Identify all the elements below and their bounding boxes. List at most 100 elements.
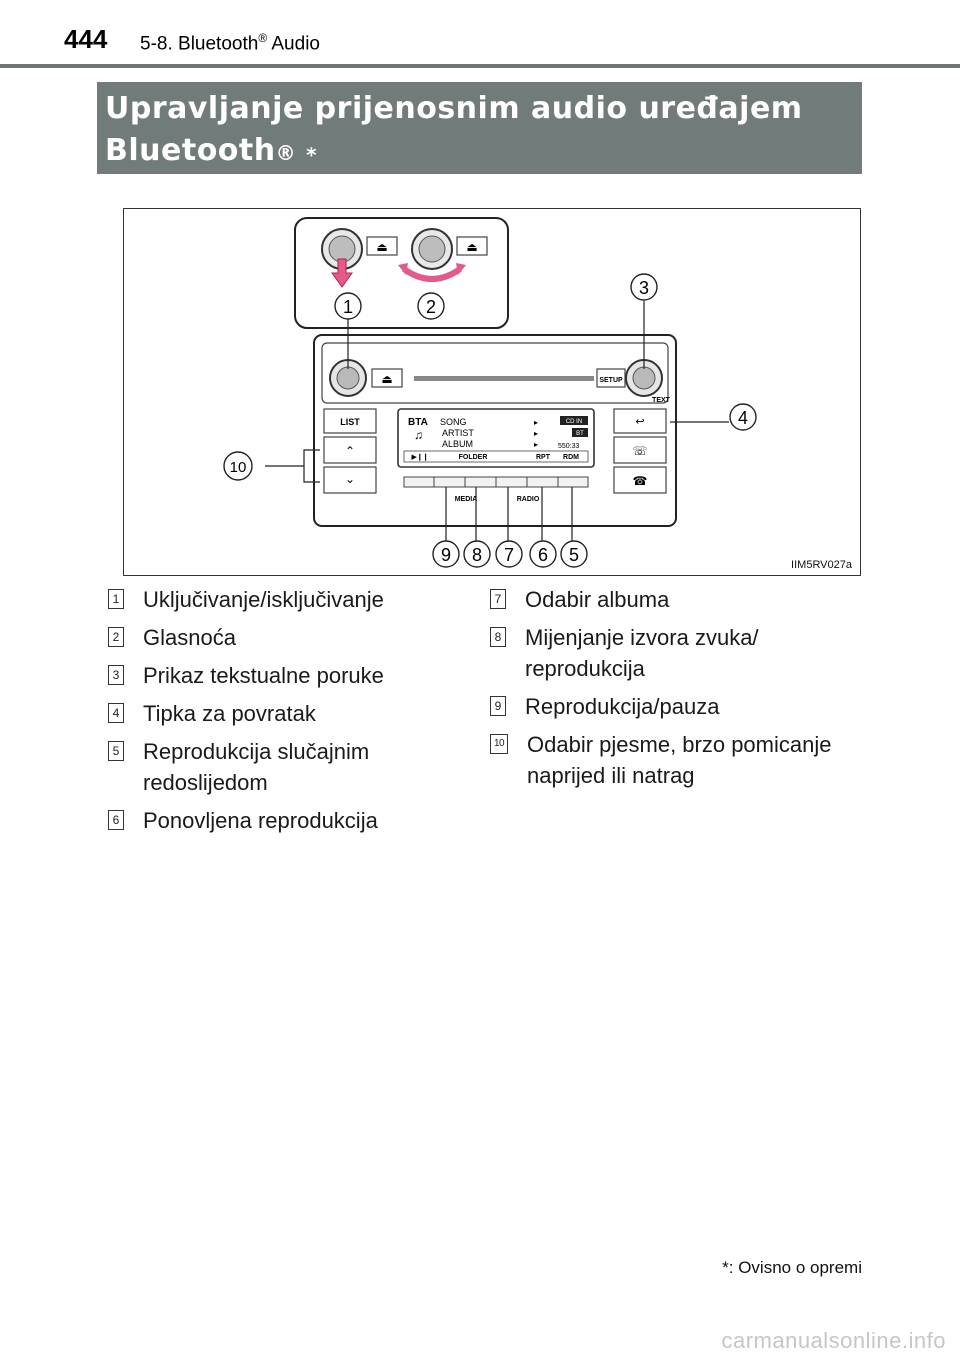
legend-item: 9 Reprodukcija/pauza: [490, 691, 850, 722]
chevron-up-icon: ⌃: [345, 444, 355, 458]
legend-number: 2: [108, 627, 124, 647]
callout-1: 1: [343, 297, 353, 317]
display-time: 550:33: [558, 443, 580, 450]
legend-text: Glasnoća: [143, 625, 236, 650]
legend-text: Tipka za povratak: [143, 701, 316, 726]
legend-item: 4 Tipka za povratak: [108, 698, 448, 729]
callout-2: 2: [426, 297, 436, 317]
eject-icon-main: ⏏: [381, 372, 392, 386]
legend-text: Mijenjanje izvora zvuka/ reprodukcija: [525, 625, 759, 681]
chevron-down-icon: ⌄: [345, 472, 355, 486]
heading-registered-mark: ®: [275, 141, 297, 165]
callout-6-circle: [529, 540, 557, 568]
callout-5: 5: [569, 545, 579, 565]
legend-number: 5: [108, 741, 124, 761]
cd-in-badge: [560, 416, 588, 425]
legend-text: Reprodukcija slučajnim redoslijedom: [143, 739, 370, 795]
display-song: SONG: [440, 417, 467, 427]
heading-asterisk: *: [306, 143, 318, 167]
callout-4-circle: [729, 403, 757, 431]
eject-icon-2: ⏏: [466, 240, 477, 254]
legend-text: Prikaz tekstualne poruke: [143, 663, 384, 688]
legend-number: 10: [490, 734, 508, 754]
display-album: ALBUM: [442, 439, 473, 449]
legend-text: Reprodukcija/pauza: [525, 694, 720, 719]
audio-unit-illustration: ⏏ ⏏ 1 2 ⏏ SETUP TEXT LIST ⌃ ⌄ ↩: [123, 208, 861, 576]
tune-knob-cap: [632, 366, 656, 390]
section-suffix: Audio: [267, 33, 320, 55]
display-bta: BTA: [408, 417, 428, 428]
audio-unit-top-panel: [321, 342, 669, 404]
footnote-text: : Ovisno o opremi: [728, 1258, 862, 1277]
callout-4: 4: [738, 408, 748, 428]
display-folder: FOLDER: [459, 454, 488, 461]
registered-mark: ®: [258, 31, 268, 45]
audio-unit-drawing: ⏏ ⏏ 1 2 ⏏ SETUP TEXT LIST ⌃ ⌄ ↩: [223, 217, 757, 568]
page-number: 444: [64, 24, 108, 54]
bt-badge: [572, 428, 588, 437]
eject-button: [371, 368, 403, 388]
phone-pickup-icon: ☏: [632, 444, 647, 458]
display-artist: ARTIST: [442, 428, 474, 438]
legend-number: 9: [490, 696, 506, 716]
music-note-icon: ♫: [414, 428, 423, 442]
eject-button-inset-2: [456, 236, 488, 256]
legend-text: Ponovljena reprodukcija: [143, 808, 378, 833]
callout-3: 3: [639, 278, 649, 298]
callout-10: 10: [230, 459, 247, 476]
header-rule: [0, 64, 960, 68]
display-rpt: RPT: [536, 454, 551, 461]
callout-7: 7: [504, 545, 514, 565]
legend-number: 6: [108, 810, 124, 830]
play-pause-icon: ▶❙❙: [411, 453, 428, 461]
press-arrow-icon: [331, 258, 353, 288]
list-label: LIST: [340, 417, 360, 427]
media-label: MEDIA: [455, 496, 478, 503]
power-knob-cap: [336, 366, 360, 390]
phone-pickup-button: [613, 436, 667, 464]
callout-9-circle: [432, 540, 460, 568]
rotate-arrow-heads: [398, 263, 466, 275]
watermark: carmanualsonline.info: [721, 1328, 946, 1353]
phone-hangup-button: [613, 466, 667, 494]
callout-2-circle: [417, 292, 445, 320]
legend-text: Odabir albuma: [525, 587, 670, 612]
legend-item: 6 Ponovljena reprodukcija: [108, 805, 448, 836]
heading-line-1: Upravljanje prijenosnim audio uređajem: [105, 91, 803, 126]
back-button: [613, 408, 667, 434]
eject-icon: ⏏: [376, 240, 387, 254]
display-rdm: RDM: [563, 454, 579, 461]
callout-5-circle: [560, 540, 588, 568]
seek-down-button: [323, 466, 377, 494]
heading-line-2: Bluetooth®*: [105, 130, 854, 172]
legend-number: 8: [490, 627, 506, 647]
callout-3-circle: [630, 273, 658, 301]
legend-item: 8 Mijenjanje izvora zvuka/ reprodukcija: [490, 622, 850, 684]
setup-label: SETUP: [599, 377, 623, 384]
legend-number: 4: [108, 703, 124, 723]
section-title: 5-8. Bluetooth® Audio: [140, 31, 320, 55]
arrow-right-icon-3: ▸: [534, 440, 538, 449]
volume-knob-inset-cap: [418, 235, 446, 263]
legend-item: 2 Glasnoća: [108, 622, 448, 653]
eject-button-inset: [366, 236, 398, 256]
callout-9: 9: [441, 545, 451, 565]
callout-6: 6: [538, 545, 548, 565]
callout-7-circle: [495, 540, 523, 568]
text-label: TEXT: [652, 397, 671, 404]
footnote: *: Ovisno o opremi: [722, 1258, 862, 1278]
radio-label: RADIO: [517, 496, 540, 503]
list-button: [323, 408, 377, 434]
page-heading: Upravljanje prijenosnim audio uređajem B…: [97, 82, 862, 174]
back-icon: ↩: [635, 416, 644, 428]
power-knob-inset-cap: [328, 235, 356, 263]
seek-up-button: [323, 436, 377, 464]
legend-item: 5 Reprodukcija slučajnim redoslijedom: [108, 736, 448, 798]
arrow-right-icon: ▸: [534, 418, 538, 427]
section-prefix: 5-8. Bluetooth: [140, 33, 259, 55]
